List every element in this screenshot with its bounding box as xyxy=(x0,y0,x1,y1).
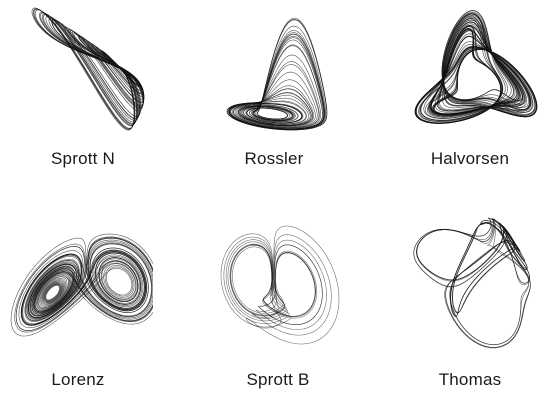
attractor-trace xyxy=(220,233,292,328)
attractor-trace xyxy=(451,222,523,314)
attractor-trace xyxy=(41,13,145,125)
attractor-trace xyxy=(10,237,147,337)
attractor-lorenz: Lorenz xyxy=(3,198,153,398)
attractor-label: Halvorsen xyxy=(430,149,510,168)
attractor-label: Lorenz xyxy=(51,370,105,389)
attractor-label: Sprott B xyxy=(246,370,310,389)
attractor-trace xyxy=(265,251,316,318)
attractor-trace xyxy=(65,258,140,313)
attractor-trace xyxy=(444,218,531,349)
attractor-trace xyxy=(251,241,279,326)
attractor-halvorsen: Halvorsen xyxy=(395,0,545,200)
attractor-trace xyxy=(42,281,64,304)
attractor-trace xyxy=(25,233,153,325)
attractor-trace xyxy=(40,12,138,126)
attractor-trace xyxy=(233,44,323,129)
attractor-trace xyxy=(226,17,328,131)
attractor-trace xyxy=(234,79,316,127)
attractor-trace xyxy=(243,70,307,125)
attractor-trace xyxy=(226,239,287,319)
attractor-trace xyxy=(230,71,318,128)
attractor-trace xyxy=(227,241,273,319)
attractor-label: Rossler xyxy=(244,149,304,168)
attractor-trace xyxy=(258,244,323,325)
attractor-label: Thomas xyxy=(438,370,502,389)
sprott-b-plot xyxy=(220,225,340,345)
attractor-trace xyxy=(24,241,153,322)
attractor-trace xyxy=(255,251,327,330)
attractor-sprott-b: Sprott B xyxy=(203,198,353,398)
attractor-trace xyxy=(449,218,530,346)
attractor-trace xyxy=(232,246,283,314)
attractor-trace xyxy=(268,234,332,336)
lorenz-plot xyxy=(10,233,153,337)
halvorsen-plot xyxy=(414,10,538,124)
attractor-trace xyxy=(445,218,521,348)
attractor-sprott-n: Sprott N xyxy=(8,0,158,200)
attractor-trace xyxy=(441,220,525,288)
attractor-label: Sprott N xyxy=(51,149,115,168)
attractor-trace xyxy=(246,225,340,345)
attractor-trace xyxy=(416,24,502,124)
attractor-trace xyxy=(231,54,322,129)
attractor-thomas: Thomas xyxy=(395,198,545,398)
attractor-rossler: Rossler xyxy=(199,0,349,200)
attractor-trace xyxy=(15,243,152,332)
attractor-trace xyxy=(452,222,530,313)
attractor-trace xyxy=(241,64,320,128)
attractor-trace xyxy=(229,39,324,130)
attractor-trace xyxy=(34,9,144,129)
attractor-trace xyxy=(20,237,153,326)
attractor-trace xyxy=(33,267,75,313)
attractor-trace xyxy=(76,43,144,124)
attractor-trace xyxy=(449,244,530,345)
attractor-trace xyxy=(227,25,327,130)
attractor-trace xyxy=(456,222,531,348)
attractor-trace xyxy=(450,222,526,316)
thomas-plot xyxy=(413,217,531,349)
rossler-plot xyxy=(226,17,328,131)
attractor-trace xyxy=(35,272,71,310)
attractor-trace xyxy=(225,244,288,322)
sprott-n-plot xyxy=(31,7,145,131)
attractor-trace xyxy=(415,226,528,282)
attractor-trace xyxy=(420,11,527,121)
attractor-trace xyxy=(262,250,318,319)
